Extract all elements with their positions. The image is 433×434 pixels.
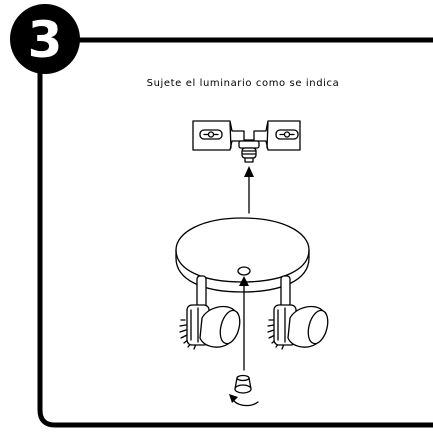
- step-badge: 3: [10, 4, 80, 74]
- rotate-arrow-icon: [229, 394, 259, 407]
- assembly-arrow-icon: [239, 276, 249, 371]
- left-spotlight-illustration: [179, 275, 241, 350]
- fixture-canopy-illustration: [175, 217, 310, 293]
- step-frame: [37, 37, 433, 428]
- step-badge-circle: [10, 4, 80, 74]
- right-spotlight-illustration: [267, 275, 329, 350]
- step-number: 3: [28, 11, 63, 69]
- step-instruction: Sujete el luminario como se indica: [147, 78, 340, 89]
- cap-nut-illustration: [234, 374, 252, 394]
- up-arrow-icon: [244, 166, 254, 214]
- mounting-bracket-illustration: [192, 120, 301, 163]
